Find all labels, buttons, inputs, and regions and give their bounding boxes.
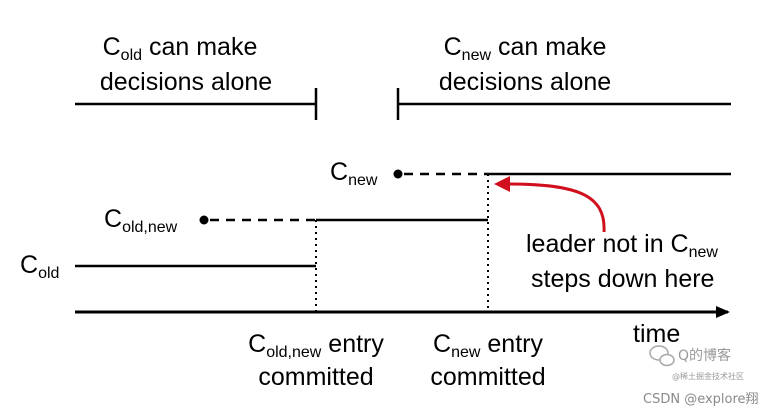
leader-stepdown-arrowhead [494,176,510,192]
cnew-decisions-label-line2: decisions alone [439,68,611,96]
annotation-line2: steps down here [531,265,714,293]
leader-stepdown-arrow [499,182,606,233]
watermark: Q的博客 @稀土掘金技术社区 CSDN @explore翔 [643,345,759,407]
cnew-decisions-label-line1: Cnew can make [444,33,607,64]
watermark-credit: CSDN @explore翔 [643,392,759,407]
cold-row-label: Cold [20,251,59,282]
time-axis-label: time [633,320,680,348]
coldnew-row-label: Cold,new [104,205,178,236]
cold-decisions-label-line2: decisions alone [100,68,272,96]
coldnew-commit-label-line2: committed [258,363,373,391]
cnew-row-label: Cnew [330,158,378,189]
annotation-line1: leader not in Cnew [526,230,718,261]
cnew-entry-dot [393,169,403,179]
cold-decisions-label-line1: Cold can make [103,33,258,64]
watermark-blog-name: Q的博客 [678,347,731,364]
cnew-commit-label-line2: committed [430,363,545,391]
watermark-tagline: @稀土掘金技术社区 [672,371,744,381]
wechat-icon [649,345,675,367]
coldnew-commit-label-line1: Cold,new entry [248,330,384,361]
cnew-commit-label-line1: Cnew entry [433,330,543,361]
coldnew-entry-dot [199,215,209,225]
